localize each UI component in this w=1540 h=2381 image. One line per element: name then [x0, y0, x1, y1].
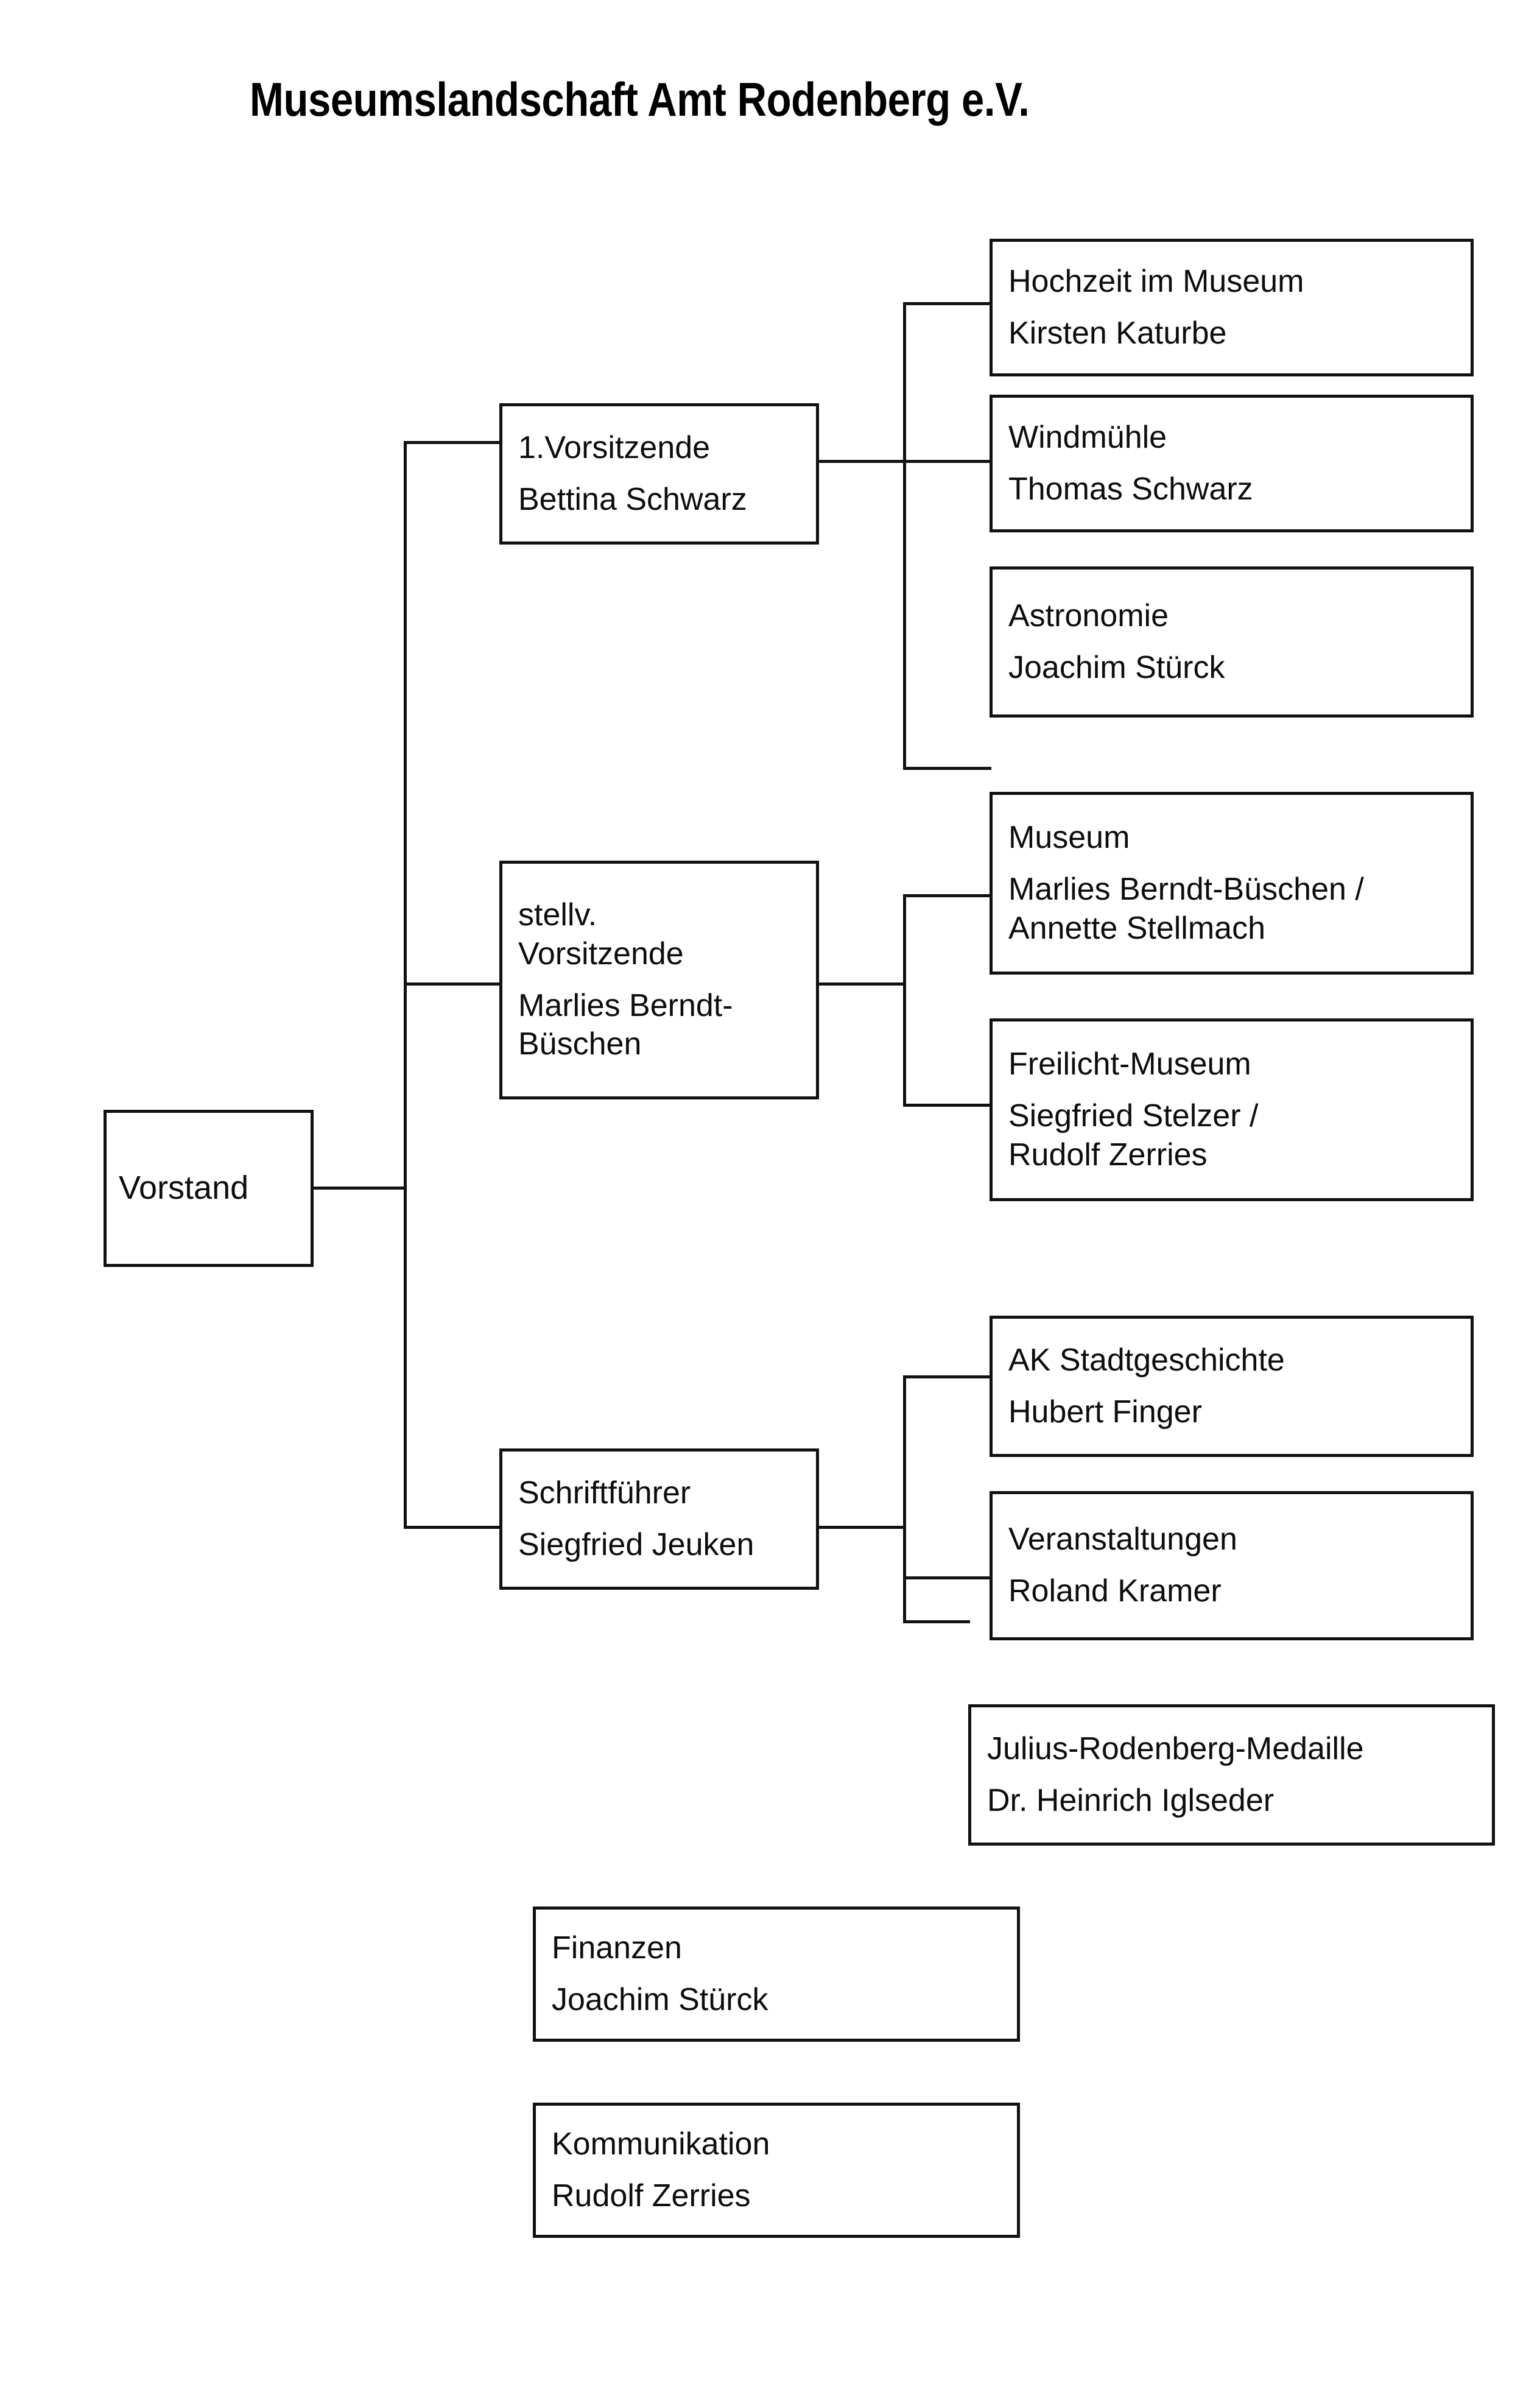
- connector-spine-to-stellv-vorsitzende: [404, 982, 503, 986]
- node-vorstand[interactable]: Vorstand: [104, 1110, 314, 1267]
- node-kommunikation[interactable]: Kommunikation Rudolf Zerries: [533, 2103, 1020, 2238]
- connector-branch-spine-vorsitzende: [903, 302, 906, 770]
- connector-branch-to-astronomie: [903, 767, 991, 770]
- node-astronomie[interactable]: Astronomie Joachim Stürck: [990, 566, 1474, 718]
- node-ak-stadtgeschichte[interactable]: AK Stadtgeschichte Hubert Finger: [990, 1316, 1474, 1457]
- node-1-vorsitzende-person: Bettina Schwarz: [518, 481, 747, 517]
- connector-branch-to-freilicht-museum: [903, 1104, 991, 1107]
- node-finanzen-role: Finanzen: [552, 1930, 682, 1966]
- node-schriftfuehrer-role: Schriftführer: [518, 1475, 691, 1511]
- node-julius-rodenberg-medaille[interactable]: Julius-Rodenberg-Medaille Dr. Heinrich I…: [968, 1704, 1495, 1846]
- node-freilicht-museum-person: Siegfried Stelzer / Rudolf Zerries: [1008, 1098, 1259, 1173]
- node-stellv-vorsitzende[interactable]: stellv. Vorsitzende Marlies Berndt- Büsc…: [499, 861, 819, 1099]
- node-1-vorsitzende-role: 1.Vorsitzende: [518, 429, 711, 465]
- node-astronomie-role: Astronomie: [1008, 598, 1169, 633]
- node-julius-rodenberg-medaille-person: Dr. Heinrich Iglseder: [987, 1782, 1275, 1818]
- connector-branch-spine-stellv: [903, 894, 906, 1107]
- node-finanzen-person: Joachim Stürck: [552, 1981, 768, 2017]
- node-hochzeit-im-museum[interactable]: Hochzeit im Museum Kirsten Katurbe: [990, 239, 1474, 376]
- node-windmuehle-person: Thomas Schwarz: [1008, 471, 1253, 507]
- node-astronomie-person: Joachim Stürck: [1008, 649, 1225, 685]
- node-museum-person: Marlies Berndt-Büschen / Annette Stellma…: [1008, 872, 1364, 946]
- node-ak-stadtgeschichte-person: Hubert Finger: [1008, 1394, 1202, 1430]
- node-windmuehle[interactable]: Windmühle Thomas Schwarz: [990, 395, 1474, 532]
- connector-branch-to-hochzeit: [903, 302, 991, 305]
- connector-spine-to-vorsitzende: [404, 441, 503, 444]
- connector-spine-to-schriftfuehrer: [404, 1526, 503, 1529]
- node-freilicht-museum[interactable]: Freilicht-Museum Siegfried Stelzer / Rud…: [990, 1018, 1474, 1201]
- node-kommunikation-person: Rudolf Zerries: [552, 2178, 751, 2213]
- node-hochzeit-im-museum-person: Kirsten Katurbe: [1008, 315, 1227, 351]
- node-1-vorsitzende[interactable]: 1.Vorsitzende Bettina Schwarz: [499, 403, 819, 545]
- node-kommunikation-role: Kommunikation: [552, 2126, 770, 2162]
- connector-branch-to-ak-stadtgeschichte: [903, 1375, 991, 1378]
- node-julius-rodenberg-medaille-role: Julius-Rodenberg-Medaille: [987, 1730, 1364, 1766]
- node-schriftfuehrer[interactable]: Schriftführer Siegfried Jeuken: [499, 1448, 819, 1590]
- connector-schriftfuehrer-to-branch: [819, 1526, 904, 1529]
- page-title: Museumslandschaft Amt Rodenberg e.V.: [250, 72, 1030, 126]
- node-veranstaltungen[interactable]: Veranstaltungen Roland Kramer: [990, 1491, 1474, 1640]
- node-stellv-vorsitzende-person: Marlies Berndt- Büschen: [518, 987, 733, 1062]
- connector-branch-to-veranstaltungen: [903, 1576, 991, 1579]
- node-museum[interactable]: Museum Marlies Berndt-Büschen / Annette …: [990, 792, 1474, 975]
- connector-vorsitzende-to-branch: [819, 460, 904, 463]
- connector-branch-to-museum: [903, 894, 991, 897]
- connector-stellv-to-branch: [819, 982, 904, 986]
- node-museum-role: Museum: [1008, 819, 1130, 855]
- node-veranstaltungen-role: Veranstaltungen: [1008, 1522, 1237, 1557]
- node-windmuehle-role: Windmühle: [1008, 419, 1167, 455]
- node-ak-stadtgeschichte-role: AK Stadtgeschichte: [1008, 1342, 1285, 1378]
- connector-branch-spine-schriftfuehrer: [903, 1375, 906, 1623]
- connector-branch-to-julius-rodenberg-medaille: [903, 1620, 970, 1623]
- node-vorstand-label: Vorstand: [119, 1169, 249, 1207]
- connector-vorstand-to-spine: [311, 1187, 407, 1190]
- connector-branch-to-windmuehle: [903, 460, 991, 463]
- node-veranstaltungen-person: Roland Kramer: [1008, 1573, 1222, 1609]
- node-finanzen[interactable]: Finanzen Joachim Stürck: [533, 1907, 1020, 2042]
- node-freilicht-museum-role: Freilicht-Museum: [1008, 1046, 1251, 1082]
- node-stellv-vorsitzende-role: stellv. Vorsitzende: [518, 897, 684, 972]
- node-schriftfuehrer-person: Siegfried Jeuken: [518, 1526, 754, 1562]
- node-hochzeit-im-museum-role: Hochzeit im Museum: [1008, 263, 1304, 299]
